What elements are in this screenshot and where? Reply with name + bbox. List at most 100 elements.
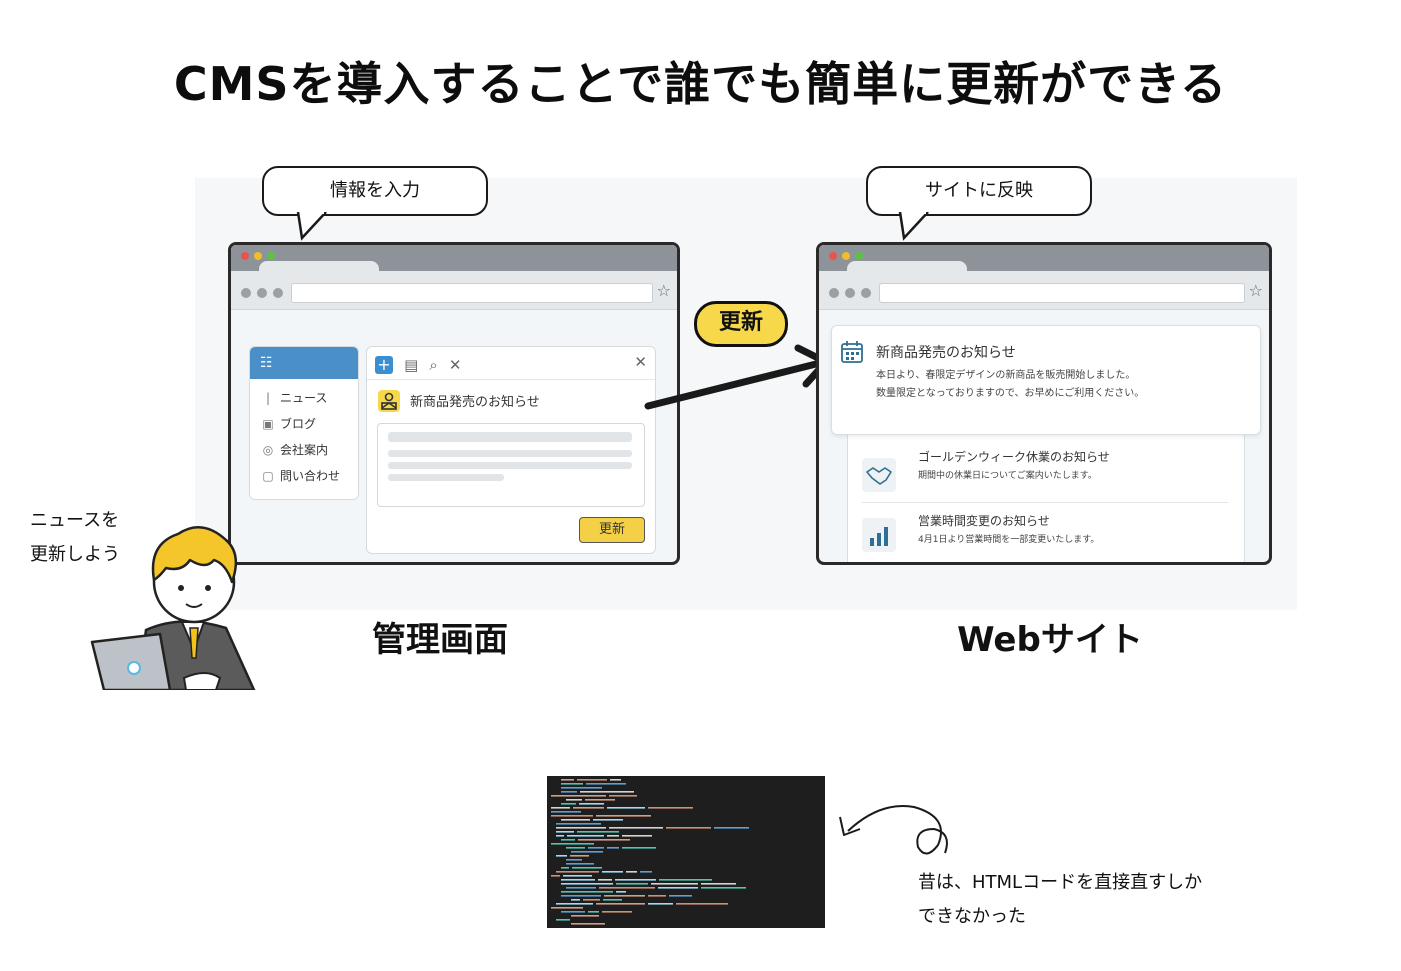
- code-line-segment: [561, 883, 613, 885]
- back-icon[interactable]: [829, 288, 839, 298]
- code-line-segment: [602, 911, 632, 913]
- code-line-segment: [609, 827, 663, 829]
- sidebar-item-contact[interactable]: ▢ 問い合わせ: [250, 463, 358, 489]
- code-line-segment: [648, 903, 673, 905]
- add-icon[interactable]: +: [375, 356, 393, 374]
- text-placeholder-line: [388, 450, 632, 457]
- code-line-segment: [578, 839, 630, 841]
- code-line-segment: [579, 803, 604, 805]
- speech-bubble-tail-left: [296, 212, 327, 241]
- code-line-segment: [566, 863, 594, 865]
- admin-browser-window: ☆ ☷ | ニュース ▣ブログ ◎ 会社案内 ▢ 問い合わせ + ▤ ⌕ ✕ ✕: [228, 242, 680, 565]
- code-line-segment: [648, 895, 666, 897]
- forward-icon[interactable]: [257, 288, 267, 298]
- code-lines: [551, 779, 749, 925]
- sidebar-item-label: ニュース: [280, 391, 328, 405]
- code-line-segment: [561, 783, 583, 785]
- code-line-segment: [561, 803, 576, 805]
- code-line-segment: [577, 779, 607, 781]
- website-label: Webサイト: [957, 620, 1143, 660]
- menu-icon[interactable]: ☷: [260, 355, 273, 371]
- code-line-segment: [567, 835, 604, 837]
- browser-tab[interactable]: [259, 261, 379, 275]
- divider: [862, 502, 1228, 503]
- bar-chart-icon: [862, 518, 896, 552]
- minimize-dot-icon[interactable]: [254, 252, 262, 260]
- bookmark-star-icon[interactable]: ☆: [1248, 281, 1263, 300]
- list-icon[interactable]: ▤: [404, 356, 419, 374]
- url-bar[interactable]: [291, 283, 653, 303]
- code-line-segment: [604, 895, 645, 897]
- editor-textarea[interactable]: [377, 423, 645, 507]
- reload-icon[interactable]: [273, 288, 283, 298]
- code-line-segment: [561, 891, 613, 893]
- page-title: CMSを導入することで誰でも簡単に更新ができる: [173, 57, 1228, 111]
- code-line-segment: [583, 899, 600, 901]
- back-icon[interactable]: [241, 288, 251, 298]
- code-line-segment: [580, 791, 634, 793]
- code-line-segment: [556, 855, 567, 857]
- code-line-segment: [556, 871, 599, 873]
- code-line-segment: [616, 891, 626, 893]
- maximize-dot-icon[interactable]: [267, 252, 275, 260]
- code-line-segment: [556, 831, 574, 833]
- sidebar-item-news[interactable]: | ニュース: [250, 385, 358, 411]
- code-line-segment: [556, 835, 564, 837]
- code-line-segment: [607, 807, 645, 809]
- code-line-segment: [596, 815, 651, 817]
- close-dot-icon[interactable]: [829, 252, 837, 260]
- mail-icon: ▢: [262, 469, 274, 483]
- featured-news-title[interactable]: 新商品発売のお知らせ: [876, 345, 1016, 361]
- code-line-segment: [626, 871, 637, 873]
- company-icon: ◎: [262, 443, 274, 457]
- featured-news-body-line2: 数量限定となっておりますので、お早めにご利用ください。: [876, 388, 1145, 399]
- code-line-segment: [561, 879, 595, 881]
- close-icon[interactable]: ✕: [448, 356, 462, 374]
- sidebar-item-blog[interactable]: ▣ブログ: [250, 411, 358, 437]
- code-line-segment: [593, 819, 623, 821]
- admin-sidebar: ☷ | ニュース ▣ブログ ◎ 会社案内 ▢ 問い合わせ: [249, 346, 359, 500]
- featured-news-card: 新商品発売のお知らせ 本日より、春限定デザインの新商品を販売開始しました。 数量…: [831, 325, 1261, 435]
- news-item-title[interactable]: 営業時間変更のお知らせ: [918, 514, 1050, 528]
- businessman-with-laptop-illustration: [90, 526, 256, 690]
- featured-news-body-line1: 本日より、春限定デザインの新商品を販売開始しました。: [876, 370, 1136, 381]
- code-line-segment: [566, 847, 585, 849]
- past-note: 昔は、HTMLコードを直接直すしか できなかった: [918, 866, 1202, 934]
- code-line-segment: [585, 799, 615, 801]
- news-item-title[interactable]: ゴールデンウィーク休業のお知らせ: [918, 450, 1110, 464]
- code-line-segment: [607, 835, 619, 837]
- browser-chrome: ☆: [819, 245, 1269, 310]
- bookmark-star-icon[interactable]: ☆: [656, 281, 671, 300]
- code-line-segment: [572, 867, 602, 869]
- sidebar-item-company[interactable]: ◎ 会社案内: [250, 437, 358, 463]
- code-line-segment: [658, 887, 698, 889]
- code-line-segment: [556, 823, 601, 825]
- speech-bubble-input-text: 情報を入力: [330, 180, 420, 201]
- code-line-segment: [666, 827, 711, 829]
- code-line-segment: [714, 827, 749, 829]
- code-line-segment: [602, 871, 623, 873]
- code-line-segment: [551, 815, 593, 817]
- update-button[interactable]: 更新: [579, 517, 645, 543]
- browser-tab[interactable]: [847, 261, 967, 275]
- reload-icon[interactable]: [861, 288, 871, 298]
- code-line-segment: [610, 779, 621, 781]
- person-speech-line2: 更新しよう: [30, 544, 120, 565]
- search-icon[interactable]: ⌕: [429, 356, 438, 374]
- code-line-segment: [556, 919, 570, 921]
- sidebar-item-label: 会社案内: [280, 443, 329, 457]
- code-line-segment: [551, 907, 583, 909]
- forward-icon[interactable]: [845, 288, 855, 298]
- past-note-line2: できなかった: [918, 906, 1026, 927]
- editor-close-icon[interactable]: ✕: [634, 353, 647, 371]
- line-icon: |: [265, 391, 271, 405]
- news-editor: + ▤ ⌕ ✕ ✕ 新商品発売のお知らせ 更新: [366, 346, 656, 554]
- html-code-screenshot: [547, 776, 825, 928]
- code-line-segment: [561, 895, 601, 897]
- sidebar-item-label: 問い合わせ: [280, 469, 341, 483]
- maximize-dot-icon[interactable]: [855, 252, 863, 260]
- code-line-segment: [640, 871, 652, 873]
- url-bar[interactable]: [879, 283, 1245, 303]
- close-dot-icon[interactable]: [241, 252, 249, 260]
- minimize-dot-icon[interactable]: [842, 252, 850, 260]
